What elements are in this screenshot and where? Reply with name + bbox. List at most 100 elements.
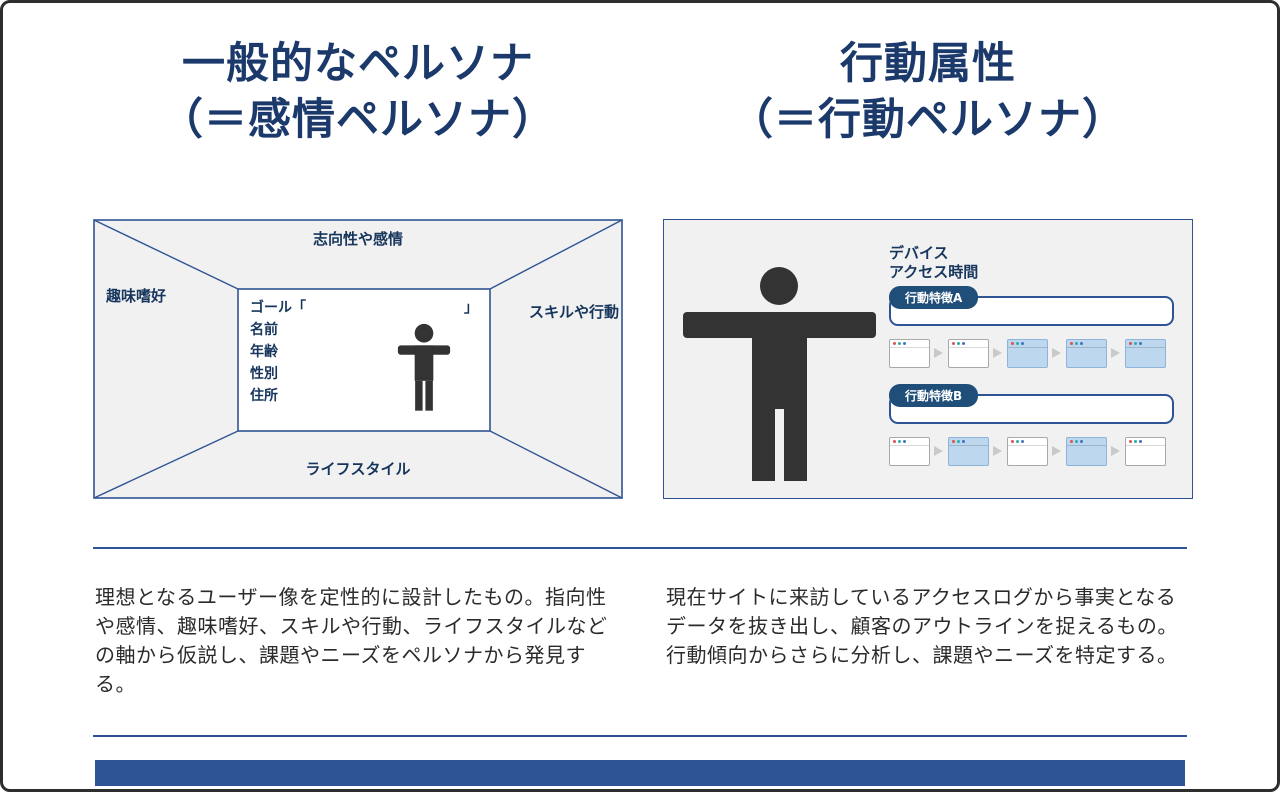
browser-window-highlighted: [1066, 436, 1107, 466]
window-dot-icon: [1075, 439, 1078, 443]
browser-window-highlighted: [1007, 338, 1048, 368]
window-dot-icon: [1129, 439, 1132, 443]
feature-a-box: 行動特徴A: [889, 285, 1174, 326]
window-dot-icon: [1129, 341, 1132, 345]
flow-arrow-icon: [934, 348, 948, 359]
window-titlebar: [1126, 438, 1165, 446]
bottom-accent-bar: [95, 760, 1185, 786]
diagram-columns: 一般的なペルソナ （＝感情ペルソナ） 志向性や感情 趣味嗜好 スキルや行動 ライ…: [3, 3, 1277, 499]
attribute-list: 名前 年齢 性別 住所: [250, 319, 278, 420]
label-hobbies: 趣味嗜好: [106, 286, 167, 305]
persona-attributes: 名前 年齢 性別 住所: [250, 319, 478, 420]
window-titlebar: [1008, 438, 1047, 446]
window-dot-icon: [903, 439, 906, 443]
left-title: 一般的なペルソナ （＝感情ペルソナ）: [93, 37, 623, 149]
browser-window: [889, 436, 930, 466]
flow-arrow-icon: [993, 348, 1007, 359]
flow-arrow-icon: [1052, 348, 1066, 359]
description-left: 理想となるユーザー像を定性的に設計したもの。指向性や感情、趣味嗜好、スキルや行動…: [95, 584, 608, 696]
right-title-line2: （＝行動ペルソナ）: [730, 94, 1126, 145]
window-dot-icon: [962, 341, 965, 345]
window-dot-icon: [1016, 341, 1019, 345]
room-perspective-graphic: [93, 218, 623, 499]
attr-gender: 性別: [250, 365, 278, 382]
window-dot-icon: [898, 341, 901, 345]
persona-room-diagram: 志向性や感情 趣味嗜好 スキルや行動 ライフスタイル ゴール「 」 名前 年齢 …: [93, 218, 623, 499]
window-dot-icon: [1011, 439, 1014, 443]
large-person-icon: [683, 266, 876, 481]
window-row-b: [889, 436, 1174, 466]
window-titlebar: [1126, 340, 1165, 348]
description-right: 現在サイトに来訪しているアクセスログから事実となるデータを抜き出し、顧客のアウト…: [666, 584, 1178, 667]
attr-age: 年齢: [250, 343, 278, 360]
window-dot-icon: [952, 439, 955, 443]
left-title-line1: 一般的なペルソナ: [182, 39, 534, 89]
window-titlebar: [1067, 438, 1106, 446]
goal-open-text: ゴール「: [250, 299, 306, 316]
browser-window: [948, 338, 989, 368]
flow-arrow-icon: [1052, 446, 1066, 457]
window-titlebar: [949, 340, 988, 348]
browser-window-highlighted: [1066, 338, 1107, 368]
window-dot-icon: [1016, 439, 1019, 443]
goal-close-text: 」: [464, 299, 478, 316]
left-title-line2: （＝感情ペルソナ）: [160, 94, 556, 145]
window-dot-icon: [893, 439, 896, 443]
window-titlebar: [1008, 340, 1047, 348]
right-title-line1: 行動属性: [840, 39, 1016, 89]
descriptions: 理想となるユーザー像を定性的に設計したもの。指向性や感情、趣味嗜好、スキルや行動…: [3, 583, 1277, 699]
window-titlebar: [890, 340, 929, 348]
window-dot-icon: [1134, 341, 1137, 345]
browser-window: [889, 338, 930, 368]
window-dot-icon: [1011, 341, 1014, 345]
window-titlebar: [949, 438, 988, 446]
device-label: デバイス: [889, 243, 949, 262]
feature-b-pill: 行動特徴B: [889, 383, 979, 407]
window-dot-icon: [1021, 439, 1024, 443]
persona-profile-box: ゴール「 」 名前 年齢 性別 住所: [238, 289, 490, 431]
behavior-diagram: デバイス アクセス時間 行動特徴A 行動特徴B: [663, 218, 1193, 499]
window-dot-icon: [893, 341, 896, 345]
label-lifestyle: ライフスタイル: [305, 459, 411, 478]
flow-arrow-icon: [934, 446, 948, 457]
browser-window-highlighted: [948, 436, 989, 466]
label-skills-behavior: スキルや行動: [528, 302, 619, 321]
attr-name: 名前: [250, 321, 278, 338]
window-dot-icon: [957, 439, 960, 443]
browser-window-highlighted: [1125, 338, 1166, 368]
label-orientation-emotion: 志向性や感情: [312, 229, 403, 248]
left-column: 一般的なペルソナ （＝感情ペルソナ） 志向性や感情 趣味嗜好 スキルや行動 ライ…: [3, 3, 643, 499]
browser-window: [1125, 436, 1166, 466]
goal-row: ゴール「 」: [250, 297, 478, 317]
window-dot-icon: [952, 341, 955, 345]
divider-bottom: [93, 734, 1187, 737]
window-titlebar: [890, 438, 929, 446]
divider-top: [93, 546, 1187, 549]
window-dot-icon: [1139, 439, 1142, 443]
window-dot-icon: [962, 439, 965, 443]
device-access-header: デバイス アクセス時間: [889, 244, 1174, 282]
right-title: 行動属性 （＝行動ペルソナ）: [663, 37, 1193, 149]
flow-arrow-icon: [1111, 446, 1125, 457]
attr-address: 住所: [250, 387, 278, 404]
window-dot-icon: [1070, 341, 1073, 345]
window-dot-icon: [898, 439, 901, 443]
window-dot-icon: [1080, 439, 1083, 443]
window-dot-icon: [1075, 341, 1078, 345]
feature-b-box: 行動特徴B: [889, 383, 1174, 424]
window-titlebar: [1067, 340, 1106, 348]
flow-arrow-icon: [993, 446, 1007, 457]
window-dot-icon: [1070, 439, 1073, 443]
window-dot-icon: [903, 341, 906, 345]
window-dot-icon: [1134, 439, 1137, 443]
window-dot-icon: [957, 341, 960, 345]
feature-a-pill: 行動特徴A: [889, 285, 979, 309]
browser-window: [1007, 436, 1048, 466]
window-dot-icon: [1139, 341, 1142, 345]
small-person-icon: [397, 323, 451, 411]
access-time-label: アクセス時間: [889, 262, 979, 281]
window-dot-icon: [1021, 341, 1024, 345]
window-dot-icon: [1080, 341, 1083, 345]
window-row-a: [889, 338, 1174, 368]
